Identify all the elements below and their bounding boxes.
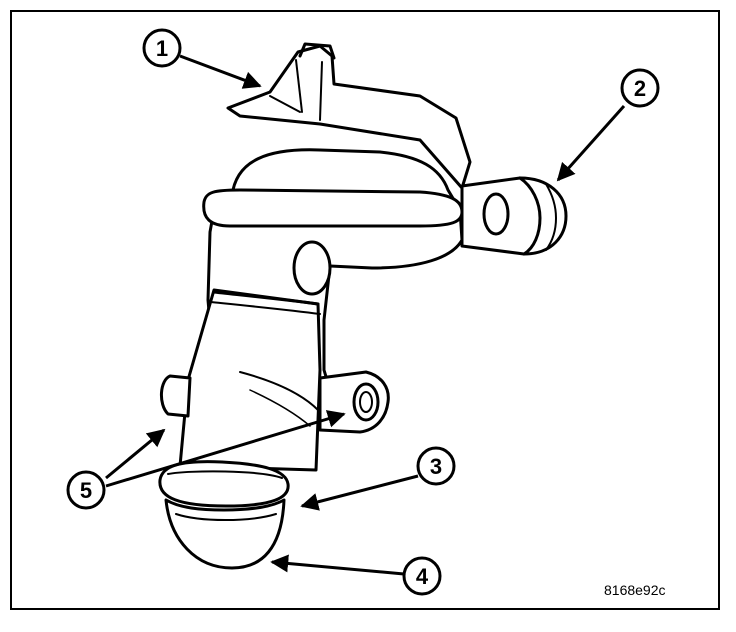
callout-label-3: 3 <box>430 454 442 479</box>
callout-label-2: 2 <box>634 76 646 101</box>
leader-5a <box>105 428 166 480</box>
callout-label-4: 4 <box>416 564 429 589</box>
leader-5b <box>105 410 346 488</box>
component-illustration <box>158 42 568 570</box>
figure-id-label: 8168e92c <box>604 582 666 598</box>
callout-5: 5 <box>66 470 106 510</box>
callout-2: 2 <box>620 68 660 108</box>
flange <box>202 188 464 228</box>
end-cap <box>164 498 286 570</box>
callout-3: 3 <box>416 446 456 486</box>
leader-1 <box>179 54 262 89</box>
callout-label-5: 5 <box>80 478 92 503</box>
leader-lines <box>105 54 626 576</box>
callout-1: 1 <box>142 28 182 68</box>
callout-4: 4 <box>402 556 442 596</box>
callout-label-1: 1 <box>156 36 168 61</box>
leader-2 <box>556 105 626 182</box>
leader-4 <box>270 554 405 576</box>
grommet-ring <box>158 460 290 508</box>
leader-3 <box>300 474 419 511</box>
